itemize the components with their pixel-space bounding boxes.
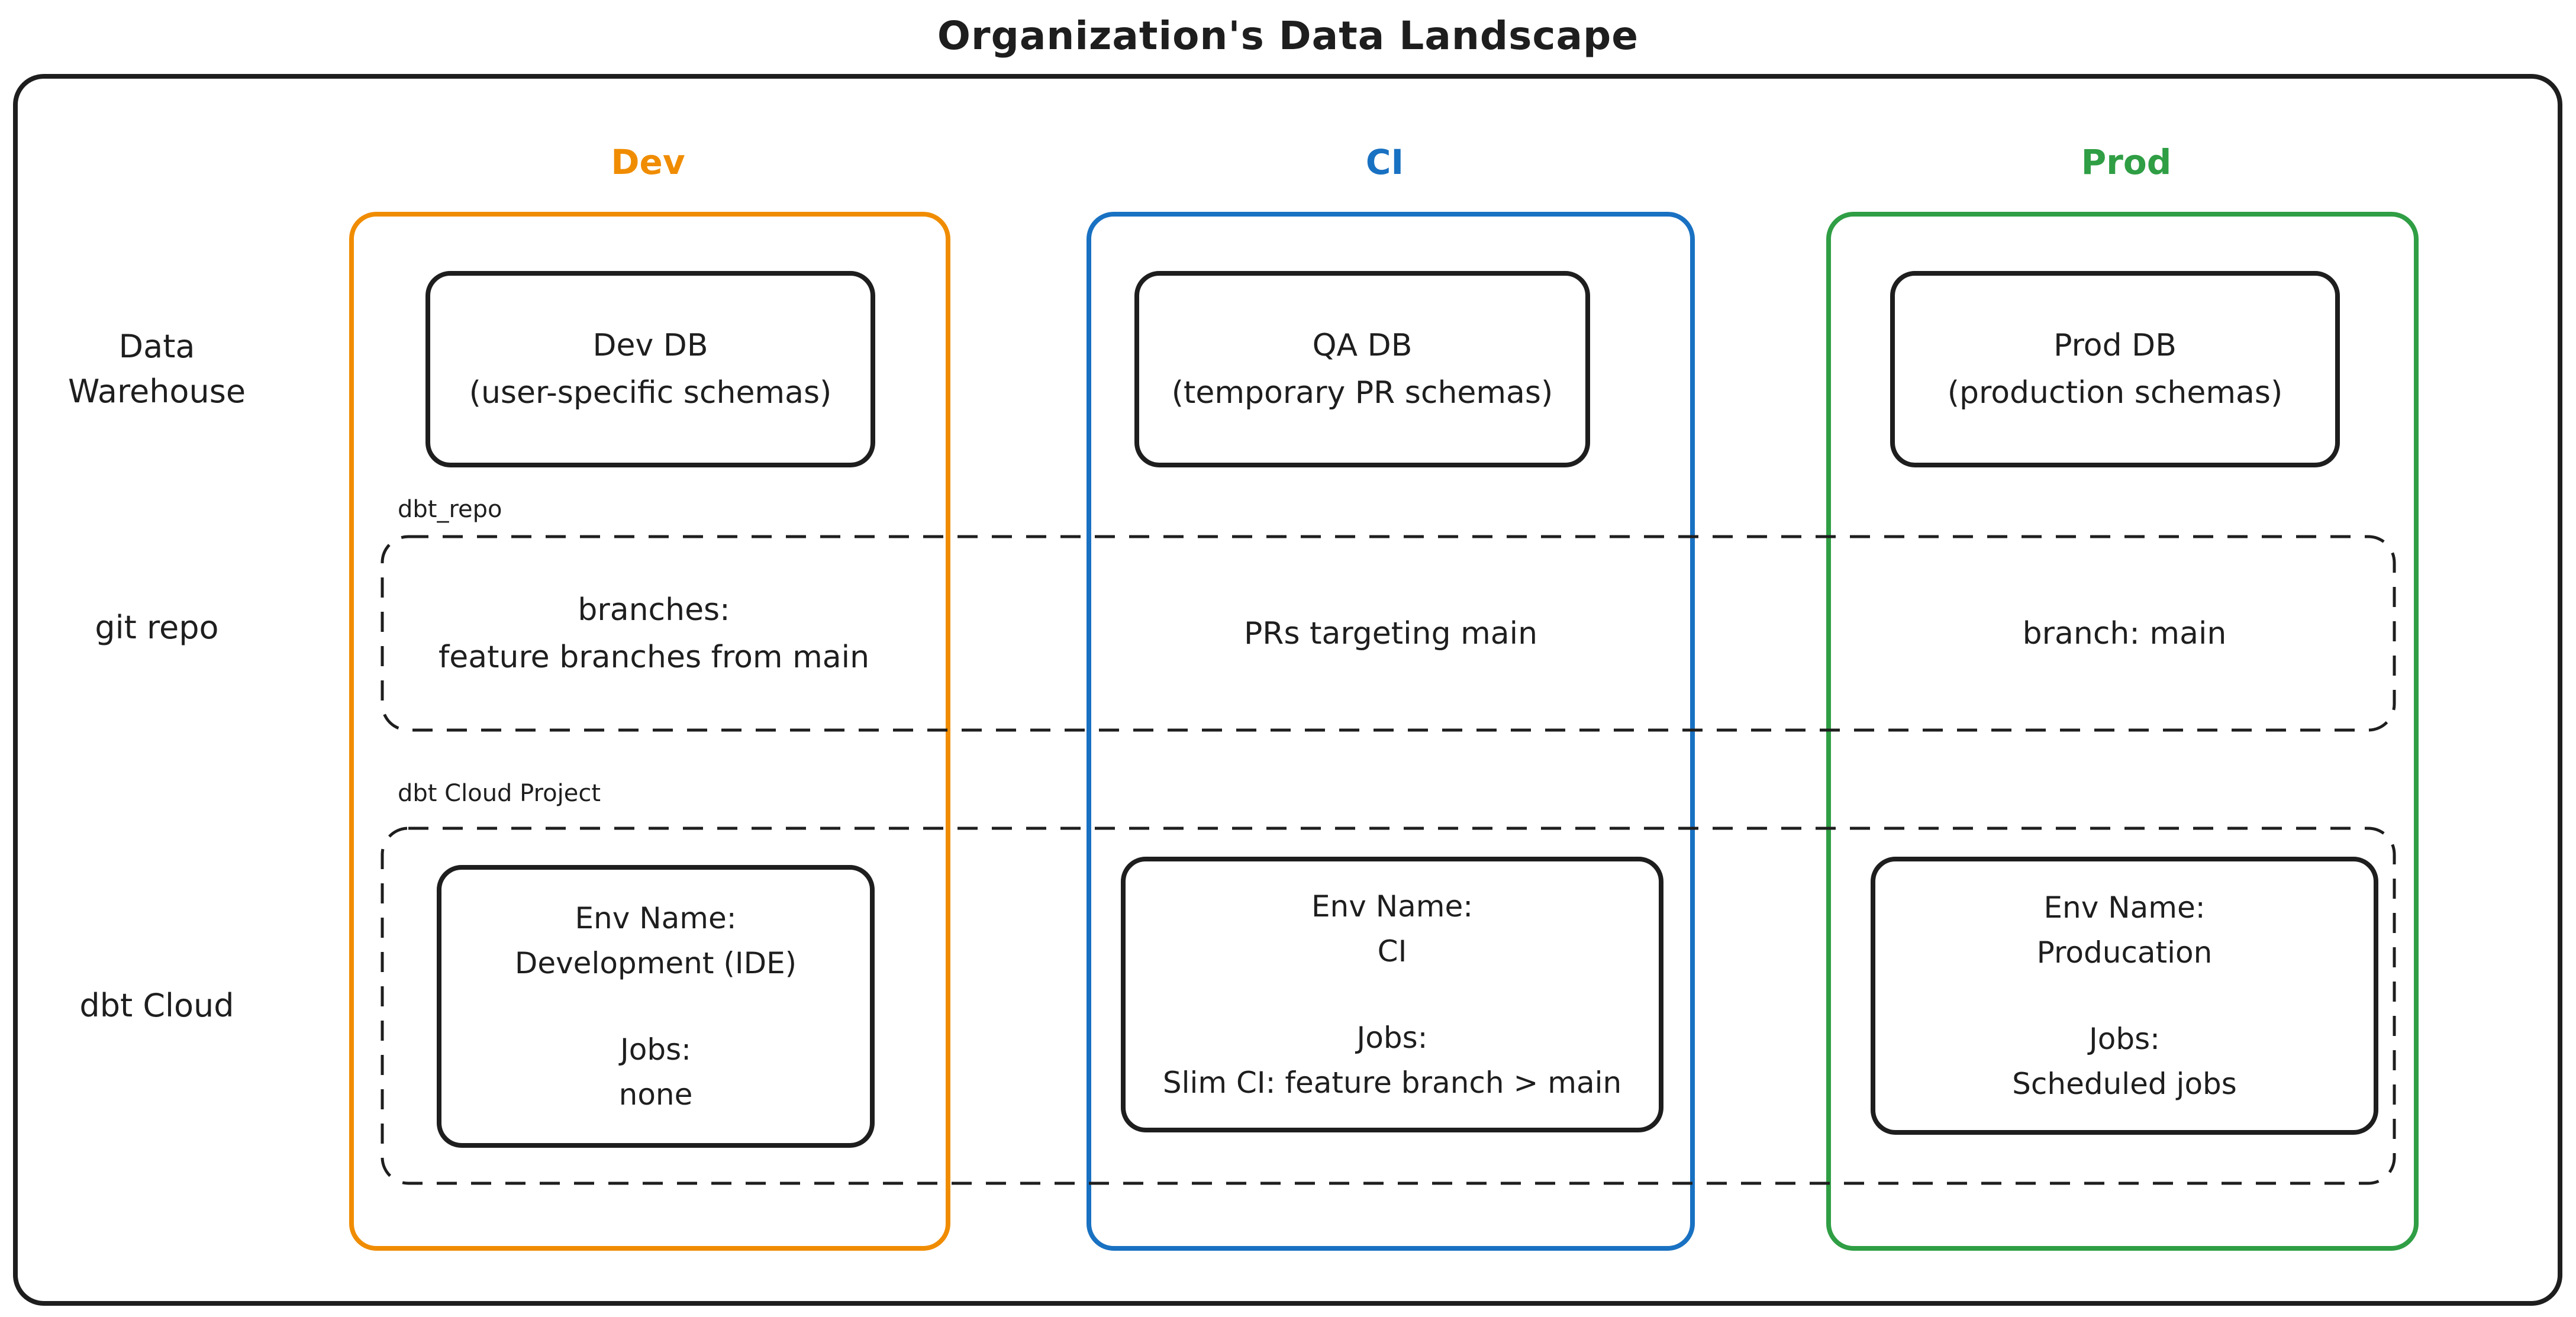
dev-db-box: Dev DB (user-specific schemas) <box>425 271 875 467</box>
column-header-prod: Prod <box>2081 142 2172 182</box>
git-dev-line2: feature branches from main <box>438 639 870 675</box>
prod-jobs-value: Scheduled jobs <box>2012 1067 2237 1101</box>
dev-db-schemas: (user-specific schemas) <box>469 375 832 411</box>
prod-db-schemas: (production schemas) <box>1947 375 2283 411</box>
dev-jobs-value: none <box>618 1077 693 1112</box>
qa-db-schemas: (temporary PR schemas) <box>1171 375 1553 411</box>
prod-env-box: Env Name: Producation Jobs: Scheduled jo… <box>1871 857 2378 1135</box>
git-repo-dashed-rect <box>381 535 2396 732</box>
column-header-ci: CI <box>1365 142 1404 182</box>
dev-env-value: Development (IDE) <box>514 946 797 980</box>
ci-jobs-value: Slim CI: feature branch > main <box>1162 1066 1622 1100</box>
row-label-data-warehouse: Data Warehouse <box>27 324 287 414</box>
dbt-cloud-project-dashed-rect <box>381 827 2396 1185</box>
dev-jobs-label: Jobs: <box>620 1032 691 1067</box>
dbt-repo-label: dbt_repo <box>398 496 502 523</box>
git-cell-ci: PRs targeting main <box>1121 537 1660 730</box>
git-cell-dev: branches: feature branches from main <box>385 537 923 730</box>
prod-db-name: Prod DB <box>2053 328 2177 363</box>
git-ci-line1: PRs targeting main <box>1243 615 1538 651</box>
dev-env-box: Env Name: Development (IDE) Jobs: none <box>437 865 875 1148</box>
ci-jobs-label: Jobs: <box>1356 1021 1428 1055</box>
qa-db-box: QA DB (temporary PR schemas) <box>1134 271 1590 467</box>
git-dev-line1: branches: <box>578 592 730 628</box>
ci-env-box: Env Name: CI Jobs: Slim CI: feature bran… <box>1121 857 1663 1132</box>
prod-env-value: Producation <box>2036 935 2213 970</box>
git-cell-prod: branch: main <box>1855 537 2394 730</box>
row-label-data-warehouse-line1: Data <box>118 328 195 365</box>
ci-env-value: CI <box>1377 934 1407 969</box>
row-label-dbt-cloud: dbt Cloud <box>79 987 234 1024</box>
row-label-data-warehouse-line2: Warehouse <box>67 373 246 410</box>
dbt-cloud-project-label: dbt Cloud Project <box>398 780 601 807</box>
prod-db-box: Prod DB (production schemas) <box>1890 271 2340 467</box>
row-label-git-repo: git repo <box>95 609 219 646</box>
prod-env-label: Env Name: <box>2043 890 2206 925</box>
qa-db-name: QA DB <box>1312 328 1413 363</box>
dev-env-label: Env Name: <box>575 901 737 935</box>
git-prod-line1: branch: main <box>2022 615 2227 651</box>
outer-frame <box>13 74 2562 1306</box>
ci-env-label: Env Name: <box>1311 889 1474 924</box>
prod-jobs-label: Jobs: <box>2089 1022 2160 1056</box>
column-box-dev <box>349 212 950 1251</box>
column-header-dev: Dev <box>611 142 685 182</box>
dev-db-name: Dev DB <box>592 328 708 363</box>
page-title: Organization's Data Landscape <box>937 13 1639 59</box>
